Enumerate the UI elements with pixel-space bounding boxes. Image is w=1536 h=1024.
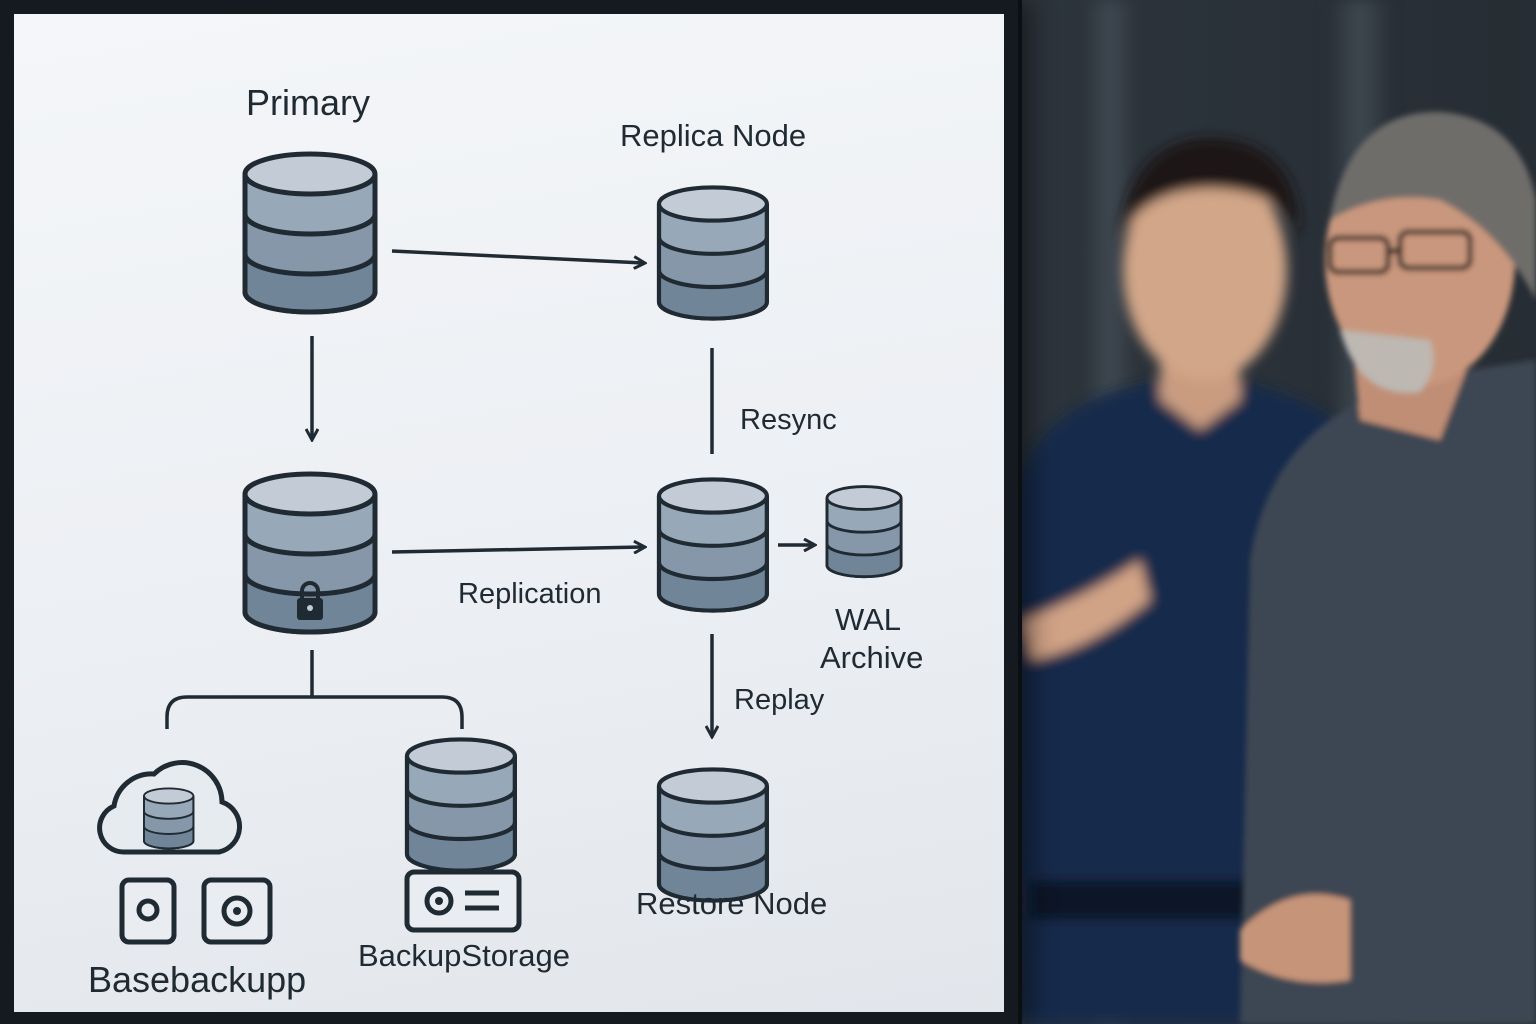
wal-label: WAL — [835, 602, 902, 637]
replication-arrow — [391, 547, 644, 552]
drive-icon — [404, 869, 522, 933]
replica-database-icon — [659, 187, 767, 318]
person-right — [1240, 111, 1536, 1024]
backup-storage-label: BackupStorage — [358, 938, 570, 973]
restore-database-icon — [659, 769, 767, 900]
primary-label: Primary — [246, 82, 370, 123]
middle-replica-database-icon — [659, 479, 767, 610]
primary-database-icon — [245, 154, 375, 312]
display-monitor: Primary Replica Node Resync Replication … — [0, 0, 1022, 1024]
resync-label: Resync — [740, 404, 837, 436]
lock-icon — [297, 581, 323, 620]
primary-to-replica-arrow — [391, 249, 644, 263]
replay-label: Replay — [734, 684, 825, 716]
restore-node-label: Restore Node — [636, 886, 828, 921]
disk-icon — [119, 877, 177, 945]
wal-archive-database-icon — [825, 485, 903, 579]
backup-storage-database-icon — [407, 739, 515, 870]
cloud-database-icon — [97, 760, 242, 855]
connectors — [165, 249, 814, 736]
diagram-screen: Primary Replica Node Resync Replication … — [14, 14, 1004, 1012]
replication-diagram — [97, 14, 903, 945]
replication-label: Replication — [458, 578, 602, 610]
locked-database-icon — [245, 474, 375, 632]
disk-icon — [201, 877, 273, 945]
backups-bracket — [165, 695, 464, 729]
replica-node-label: Replica Node — [620, 118, 807, 153]
basebackup-label: Basebackupp — [88, 959, 307, 1000]
archive-label: Archive — [820, 640, 924, 675]
